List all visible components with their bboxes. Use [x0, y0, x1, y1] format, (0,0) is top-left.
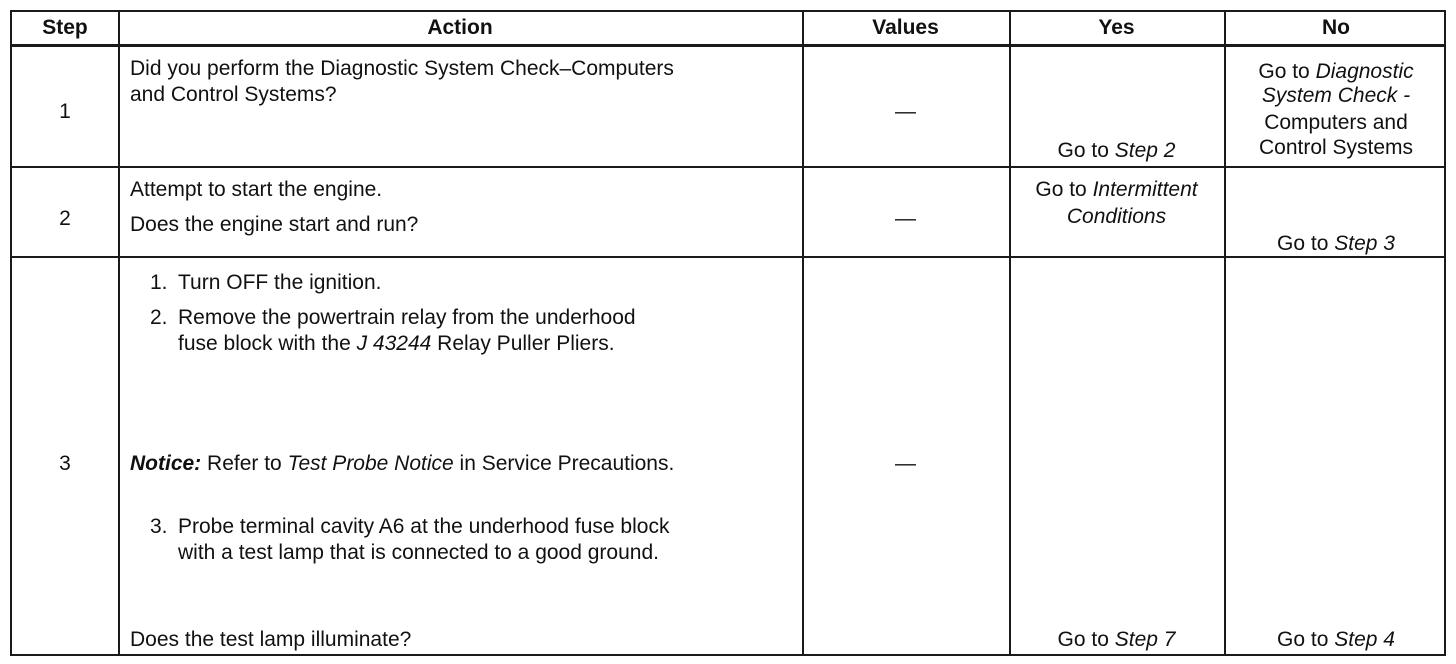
- header-step: Step: [42, 16, 88, 39]
- text-segment: in Service Precautions.: [453, 452, 675, 475]
- go-to-text: Go to: [1277, 628, 1335, 651]
- no-link-line[interactable]: System Check -: [1261, 84, 1411, 107]
- step-link: Step 7: [1114, 628, 1176, 651]
- action-text: and Control Systems?: [130, 83, 337, 106]
- list-number: 3.: [150, 515, 168, 538]
- no-text-line: Control Systems: [1258, 136, 1414, 159]
- question-text: Does the test lamp illuminate?: [130, 628, 412, 651]
- column-divider: [118, 12, 120, 654]
- values-dash: —: [895, 452, 916, 475]
- step-number: 3: [59, 452, 71, 475]
- no-link[interactable]: Go to Diagnostic: [1224, 60, 1448, 84]
- go-to-text: Go to: [1057, 628, 1115, 651]
- list-number: 1.: [150, 271, 168, 294]
- yes-link[interactable]: Go to Intermittent: [1009, 178, 1224, 202]
- text-segment: fuse block with the: [178, 332, 357, 355]
- list-item-text: with a test lamp that is connected to a …: [178, 541, 659, 564]
- column-divider: [1009, 12, 1011, 654]
- yes-link[interactable]: Go to Step 7: [1009, 628, 1224, 652]
- go-to-text: Go to: [1057, 139, 1115, 162]
- action-text: Does the engine start and run?: [130, 213, 419, 236]
- header-no: No: [1322, 16, 1350, 39]
- values-dash: —: [895, 100, 916, 123]
- row-divider: [12, 256, 1444, 258]
- link-text: Diagnostic: [1315, 60, 1414, 83]
- go-to-text: Go to: [1277, 232, 1335, 255]
- row-divider: [12, 166, 1444, 168]
- notice-text: Notice: Refer to Test Probe Notice in Se…: [130, 452, 674, 476]
- no-link[interactable]: Go to Step 4: [1224, 628, 1448, 652]
- step-link: Step 3: [1334, 232, 1395, 255]
- no-link[interactable]: Go to Step 3: [1224, 232, 1448, 256]
- diagnostic-table: Step Action Values Yes No 1 Did you perf…: [10, 10, 1446, 656]
- step-number: 2: [59, 207, 71, 230]
- column-divider: [802, 12, 804, 654]
- list-item-text: Probe terminal cavity A6 at the underhoo…: [178, 515, 670, 538]
- step-number: 1: [59, 100, 71, 123]
- step-link: Step 4: [1334, 628, 1395, 651]
- header-yes: Yes: [1098, 16, 1135, 39]
- link-text: Intermittent: [1092, 178, 1198, 201]
- action-text: Did you perform the Diagnostic System Ch…: [130, 57, 674, 80]
- yes-link[interactable]: Go to Step 2: [1009, 139, 1224, 163]
- action-text: Attempt to start the engine.: [130, 178, 383, 201]
- go-to-text: Go to: [1258, 60, 1316, 83]
- no-text-line: Computers and: [1264, 111, 1408, 134]
- values-dash: —: [895, 207, 916, 230]
- list-number: 2.: [150, 306, 168, 329]
- text-segment: Refer to: [201, 452, 288, 475]
- list-item-text: fuse block with the J 43244 Relay Puller…: [178, 332, 615, 356]
- header-values: Values: [872, 16, 939, 39]
- go-to-text: Go to: [1035, 178, 1093, 201]
- header-divider: [12, 44, 1444, 47]
- list-item-text: Turn OFF the ignition.: [178, 271, 382, 294]
- step-link: Step 2: [1114, 139, 1176, 162]
- notice-label: Notice:: [130, 452, 202, 475]
- tool-number: J 43244: [356, 332, 432, 355]
- header-action: Action: [427, 16, 493, 39]
- notice-reference: Test Probe Notice: [287, 452, 454, 475]
- yes-link-line[interactable]: Conditions: [1066, 205, 1167, 228]
- text-segment: Relay Puller Pliers.: [431, 332, 615, 355]
- column-divider: [1224, 12, 1226, 654]
- list-item-text: Remove the powertrain relay from the und…: [178, 306, 636, 329]
